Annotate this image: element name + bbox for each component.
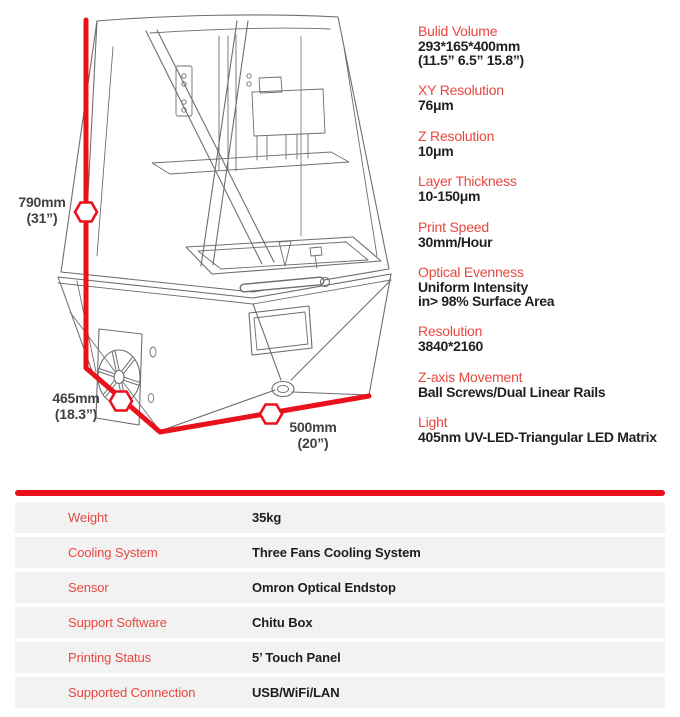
dimension-height-inches: (31”) — [26, 210, 58, 226]
spec-item-z-axis-movement: Z-axis Movement Ball Screws/Dual Linear … — [418, 368, 676, 400]
dimension-hexagon-marker — [258, 403, 284, 425]
spec-label: XY Resolution — [418, 82, 504, 98]
spec-value: 293*165*400mm — [418, 38, 520, 54]
dimension-height-label: 790mm (31”) — [12, 194, 72, 226]
table-row-label: Supported Connection — [68, 685, 196, 700]
table-row-label: Printing Status — [68, 650, 152, 665]
dimension-height-value: 790mm — [18, 194, 66, 210]
spec-label: Z Resolution — [418, 127, 495, 144]
table-row-label: Weight — [68, 510, 108, 525]
table-row: Support Software Chitu Box — [15, 607, 665, 638]
spec-item-build-volume: Bulid Volume 293*165*400mm (11.5” 6.5” 1… — [418, 24, 676, 67]
table-row: Cooling System Three Fans Cooling System — [15, 537, 665, 568]
spec-item-print-speed: Print Speed 30mm/Hour — [418, 218, 676, 250]
table-row: Printing Status 5’ Touch Panel — [15, 642, 665, 673]
spec-list: Bulid Volume 293*165*400mm (11.5” 6.5” 1… — [418, 24, 676, 461]
spec-value: 76μm — [418, 97, 454, 113]
spec-label: Print Speed — [418, 218, 489, 235]
table-row-label: Support Software — [68, 615, 167, 630]
spec-label: Layer Thickness — [418, 173, 517, 189]
spec-value: in> 98% Surface Area — [418, 292, 555, 309]
table-row-value: 35kg — [252, 510, 282, 525]
spec-item-optical-evenness: Optical Evenness Uniform Intensity in> 9… — [418, 265, 676, 308]
table-row: Sensor Omron Optical Endstop — [15, 572, 665, 603]
dimension-width-label: 500mm (20”) — [276, 419, 350, 451]
table-row-value: Chitu Box — [252, 615, 313, 630]
table-row-value: Three Fans Cooling System — [252, 545, 421, 560]
table-row-value: Omron Optical Endstop — [252, 580, 396, 595]
dimension-depth-value: 465mm — [52, 390, 100, 406]
dimension-depth-inches: (18.3”) — [54, 406, 98, 422]
dimension-width-inches: (20”) — [297, 435, 329, 451]
spec-label: Z-axis Movement — [418, 368, 523, 385]
printer-illustration — [57, 14, 392, 432]
spec-value: Uniform Intensity — [418, 279, 529, 295]
spec-value: 405nm UV-LED-Triangular LED Matrix — [418, 429, 657, 445]
spec-item-layer-thickness: Layer Thickness 10-150μm — [418, 174, 676, 204]
dimension-width-value: 500mm — [289, 419, 337, 435]
spec-item-resolution: Resolution 3840*2160 — [418, 324, 676, 354]
spec-label: Light — [418, 414, 448, 430]
spec-label: Optical Evenness — [418, 264, 524, 280]
spec-label: Resolution — [418, 323, 483, 339]
logo-badge — [271, 380, 295, 398]
spec-item-light: Light 405nm UV-LED-Triangular LED Matrix — [418, 415, 676, 445]
dimension-hexagon-marker — [108, 390, 134, 412]
table-row-label: Sensor — [68, 580, 109, 595]
spec-value: (11.5” 6.5” 15.8”) — [418, 51, 524, 68]
table-row-value: 5’ Touch Panel — [252, 650, 341, 665]
dimension-depth-label: 465mm (18.3”) — [42, 390, 110, 422]
spec-item-xy-resolution: XY Resolution 76μm — [418, 83, 676, 113]
spec-label: Bulid Volume — [418, 23, 498, 39]
spec-value: 10-150μm — [418, 188, 481, 204]
table-row: Weight 35kg — [15, 502, 665, 533]
table-row-label: Cooling System — [68, 545, 158, 560]
spec-item-z-resolution: Z Resolution 10μm — [418, 127, 676, 159]
spec-value: Ball Screws/Dual Linear Rails — [418, 383, 606, 400]
dimension-lines — [73, 17, 372, 435]
table-row: Supported Connection USB/WiFi/LAN — [15, 677, 665, 708]
spec-value: 10μm — [418, 142, 454, 159]
spec-table: Weight 35kg Cooling System Three Fans Co… — [15, 490, 665, 712]
touch-panel — [248, 305, 313, 356]
dimension-hexagon-marker — [73, 201, 99, 223]
table-row-value: USB/WiFi/LAN — [252, 685, 340, 700]
spec-value: 30mm/Hour — [418, 233, 493, 250]
printer-line-art — [57, 14, 392, 435]
table-accent-bar — [15, 490, 665, 496]
spec-value: 3840*2160 — [418, 338, 484, 354]
